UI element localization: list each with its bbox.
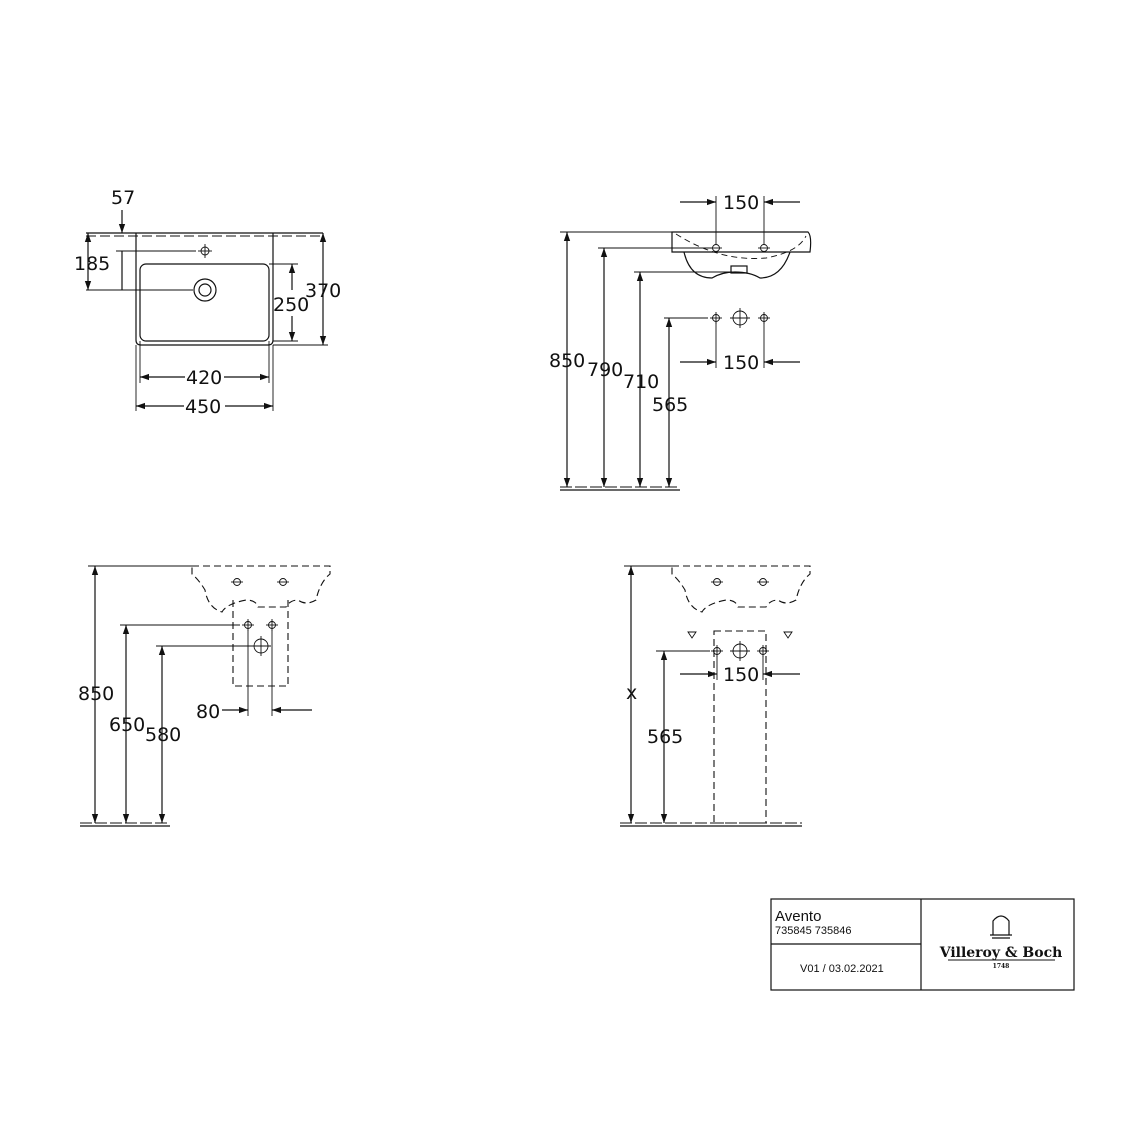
dim-250: 250 [273, 294, 309, 316]
crosshair-circle-icon [711, 645, 723, 657]
drain-circle-icon [193, 278, 217, 302]
dim-420: 420 [186, 367, 222, 389]
dim-150-bottom: 150 [723, 352, 759, 374]
crosshair-circle-icon [277, 578, 289, 586]
crosshair-circle-icon [757, 645, 769, 657]
product-codes: 735845 735846 [775, 925, 851, 937]
drain-circle-icon [251, 636, 271, 656]
product-name: Avento [775, 908, 821, 925]
dim-150-ped: 150 [723, 664, 759, 686]
dim-710: 710 [623, 371, 659, 393]
dim-150-top: 150 [723, 192, 759, 214]
faucet-arch-icon [990, 915, 1012, 939]
semipedestal-view: 850 650 580 80 [78, 565, 331, 827]
brand-year: 1748 [993, 963, 1010, 970]
drain-circle-icon [730, 308, 750, 328]
dim-80: 80 [196, 701, 220, 723]
dim-185: 185 [74, 253, 110, 275]
brand-name: Villeroy & Boch [939, 945, 1063, 961]
top-view: 57 185 250 370 420 450 [74, 187, 341, 418]
dim-565: 565 [652, 394, 688, 416]
version-date: V01 / 03.02.2021 [800, 963, 884, 975]
crosshair-circle-icon [757, 578, 769, 586]
dim-850-semi: 850 [78, 683, 114, 705]
crosshair-circle-icon [231, 578, 243, 586]
dim-790: 790 [587, 359, 623, 381]
dim-580: 580 [145, 724, 181, 746]
pedestal-view: x 565 150 [620, 565, 811, 827]
drain-circle-icon [730, 641, 750, 661]
side-view: 150 150 850 790 710 565 [549, 192, 812, 491]
arrow-down-icon [783, 631, 793, 639]
dim-370: 370 [305, 280, 341, 302]
basin-front [671, 231, 812, 253]
basin-outline [135, 233, 274, 346]
title-block: Avento 735845 735846 V01 / 03.02.2021 Vi… [770, 898, 1075, 991]
arrow-down-icon [687, 631, 697, 639]
crosshair-circle-icon [198, 244, 212, 258]
bowl-outline [139, 263, 270, 342]
dim-x: x [626, 682, 637, 704]
crosshair-circle-icon [711, 578, 723, 586]
crosshair-circle-icon [266, 619, 278, 631]
dim-650: 650 [109, 714, 145, 736]
dim-565-ped: 565 [647, 726, 683, 748]
crosshair-circle-icon [758, 244, 770, 252]
crosshair-circle-icon [242, 619, 254, 631]
dim-450: 450 [185, 396, 221, 418]
dim-850: 850 [549, 350, 585, 372]
dim-57: 57 [111, 187, 135, 209]
